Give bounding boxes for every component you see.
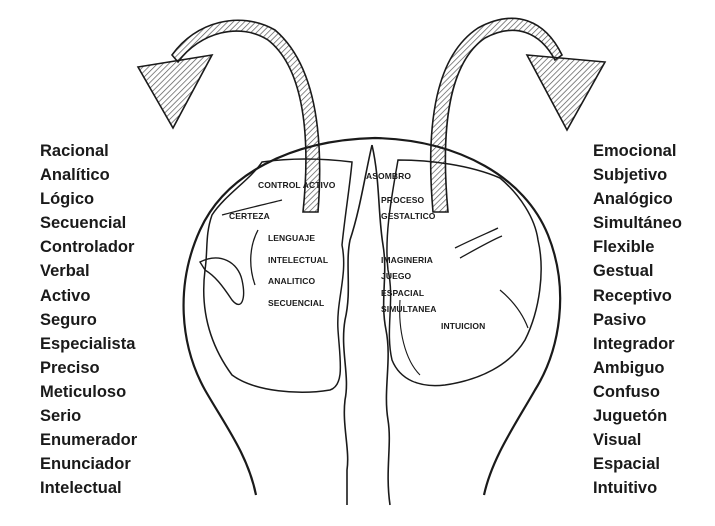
label-lenguaje: LENGUAJE (268, 233, 316, 243)
left-trait: Analítico (40, 166, 110, 185)
label-control-activo: CONTROL ACTIVO (258, 180, 336, 190)
right-trait: Gestual (593, 262, 654, 281)
left-curved-arrow (136, 19, 321, 213)
right-trait: Flexible (593, 238, 655, 257)
left-trait: Lógico (40, 190, 95, 209)
right-trait: Confuso (593, 382, 660, 401)
label-asombro: ASOMBRO (366, 171, 412, 181)
label-gestaltico: GESTALTICO (381, 211, 436, 221)
right-trait: Integrador (593, 334, 675, 353)
label-espacial: ESPACIAL (381, 288, 425, 298)
label-intelectual: INTELECTUAL (268, 255, 329, 265)
right-trait: Simultáneo (593, 214, 682, 233)
left-trait: Activo (40, 286, 91, 305)
right-trait: Receptivo (593, 286, 672, 305)
left-trait: Enunciador (40, 455, 131, 474)
head-outline (182, 136, 562, 496)
right-trait: Pasivo (593, 310, 647, 329)
label-intuicion: INTUICION (441, 321, 486, 331)
left-trait: Verbal (40, 262, 90, 281)
label-simultanea: SIMULTANEA (381, 304, 437, 314)
right-trait-list: Emocional Subjetivo Analógico Simultáneo… (593, 139, 682, 500)
right-trait: Ambiguo (593, 358, 665, 377)
left-trait-list: Racional Analítico Lógico Secuencial Con… (40, 139, 137, 500)
left-trait: Secuencial (40, 214, 127, 233)
label-secuencial: SECUENCIAL (268, 298, 325, 308)
central-fissure (342, 144, 391, 506)
left-trait: Preciso (40, 358, 100, 377)
right-trait: Subjetivo (593, 166, 668, 185)
right-trait: Espacial (593, 455, 660, 474)
left-trait: Meticuloso (40, 382, 127, 401)
right-trait: Analógico (593, 190, 673, 209)
label-proceso: PROCESO (381, 195, 425, 205)
left-trait: Especialista (40, 334, 136, 353)
left-trait: Intelectual (40, 479, 122, 498)
left-trait: Racional (40, 142, 109, 160)
right-hemisphere-region (386, 159, 542, 387)
left-trait: Seguro (40, 310, 97, 329)
left-hemisphere-region (202, 158, 353, 393)
right-trait: Emocional (593, 142, 677, 160)
left-trait: Controlador (40, 238, 135, 257)
left-trait: Serio (40, 407, 82, 426)
label-analitico: ANALITICO (268, 276, 316, 286)
right-trait: Intuitivo (593, 479, 658, 498)
right-trait: Visual (593, 431, 642, 450)
left-trait: Enumerador (40, 431, 138, 450)
label-imagineria: IMAGINERIA (381, 255, 433, 265)
label-certeza: CERTEZA (229, 211, 270, 221)
label-juego: JUEGO (381, 271, 412, 281)
right-trait: Juguetón (593, 407, 668, 426)
right-curved-arrow (429, 17, 607, 213)
